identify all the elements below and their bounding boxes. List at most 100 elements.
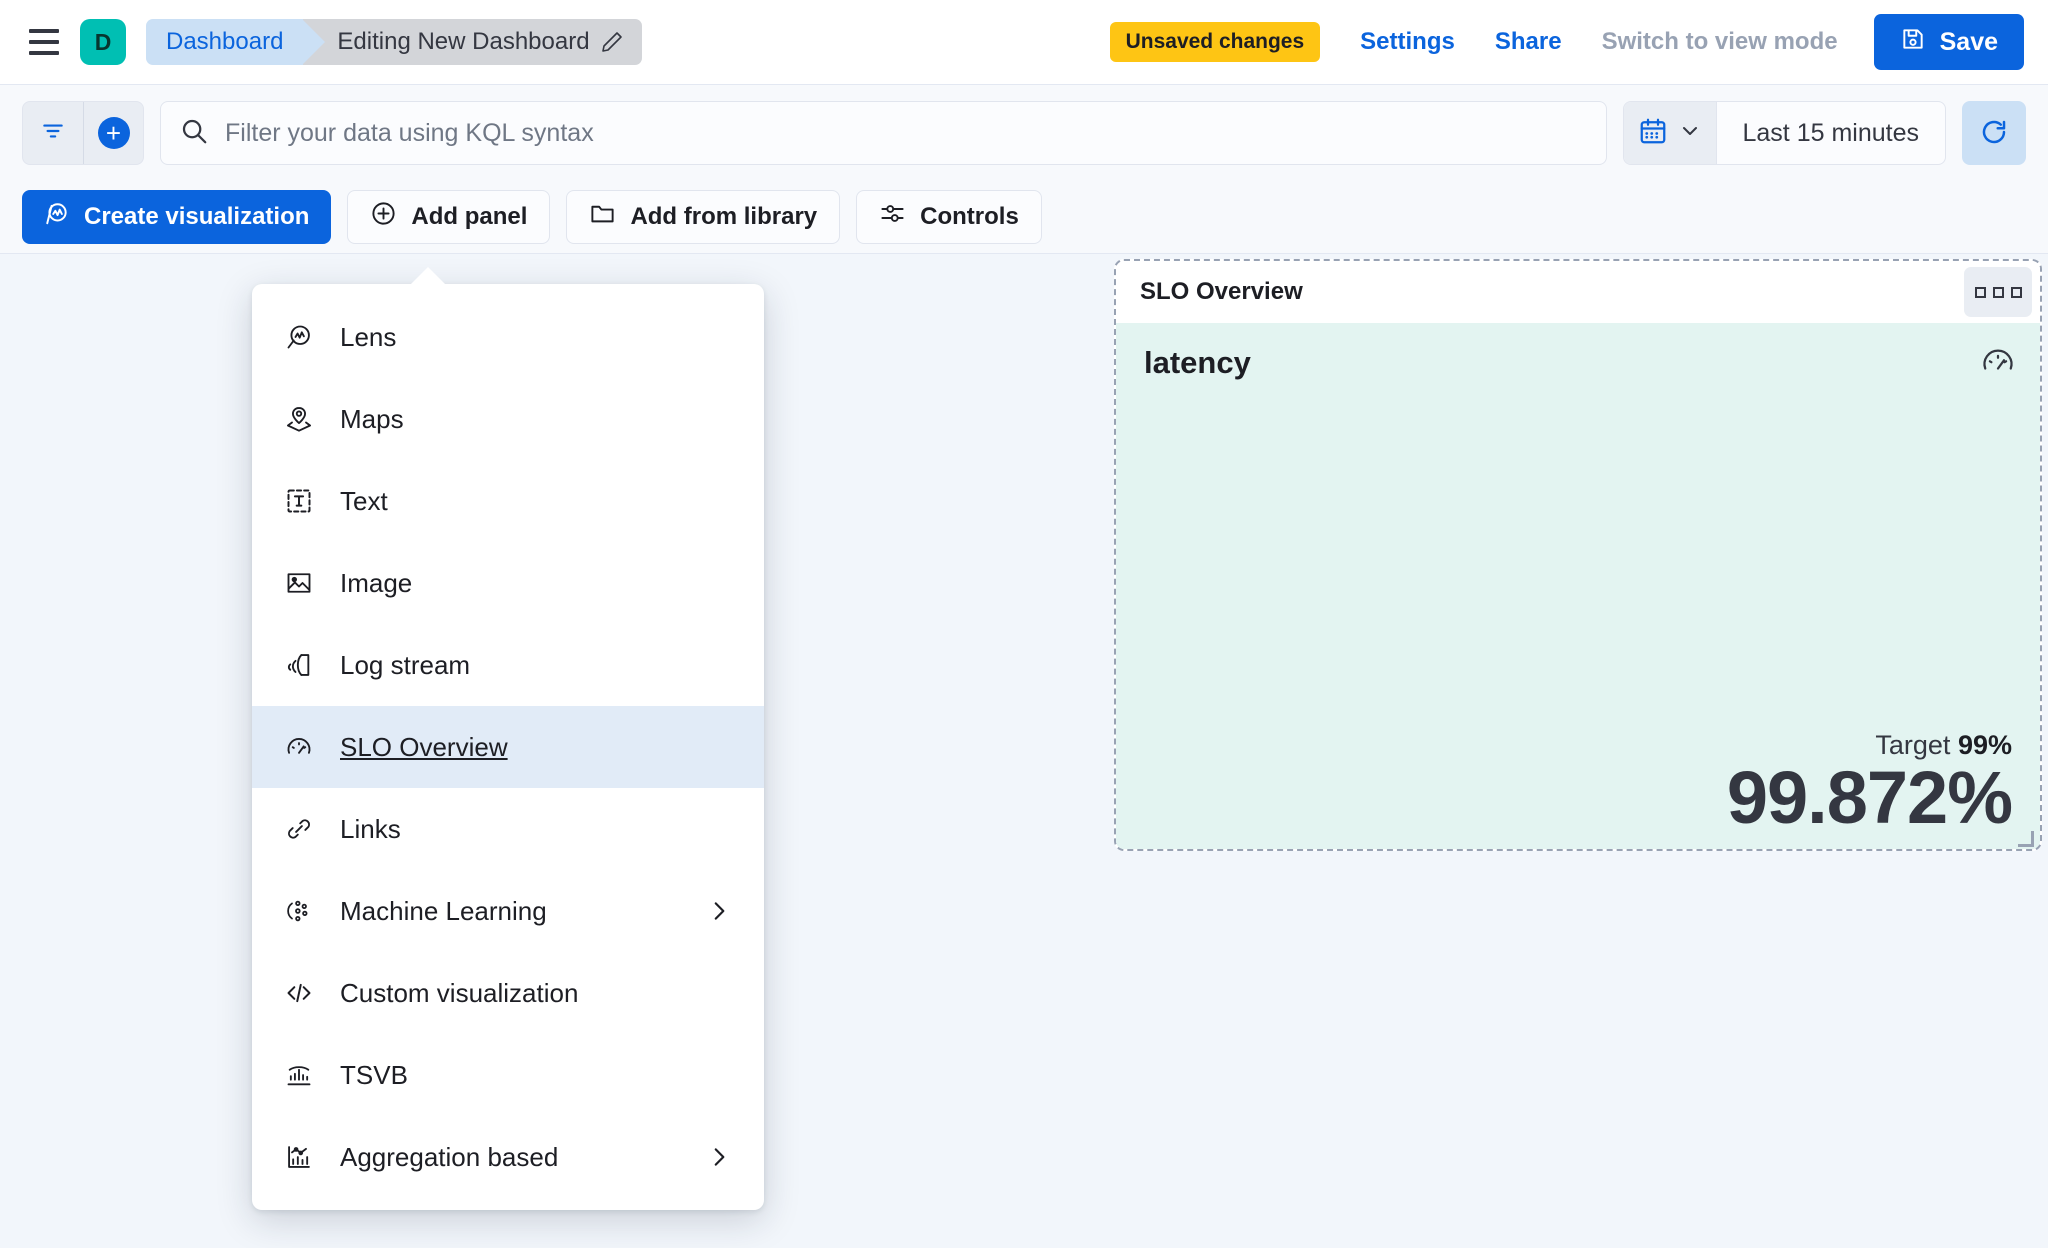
chevron-right-icon: [706, 1144, 732, 1170]
breadcrumb-item-editing[interactable]: Editing New Dashboard: [303, 19, 642, 65]
code-icon: [284, 979, 314, 1007]
add-from-library-label: Add from library: [630, 203, 818, 230]
settings-link[interactable]: Settings: [1360, 28, 1455, 55]
query-bar: + Last 15 mi: [0, 85, 2048, 181]
controls-button[interactable]: Controls: [856, 190, 1042, 244]
resize-handle-icon[interactable]: [2018, 831, 2034, 847]
gauge-icon: [1980, 343, 2016, 384]
date-quick-select-button[interactable]: [1623, 102, 1717, 164]
log-stream-icon: [284, 651, 314, 679]
slo-name: latency: [1144, 345, 1251, 380]
slo-target: Target 99%: [1727, 730, 2012, 761]
filter-icon: [40, 118, 66, 149]
slo-stats: Target 99% 99.872%: [1726, 730, 2013, 839]
tsvb-chart-icon: [284, 1061, 314, 1089]
link-icon: [284, 815, 314, 843]
lens-icon: [284, 323, 314, 351]
menu-item-label: Aggregation based: [340, 1141, 559, 1172]
switch-to-view-mode-link[interactable]: Switch to view mode: [1601, 28, 1838, 55]
add-filter-button[interactable]: +: [83, 102, 143, 164]
menu-item-label: SLO Overview: [340, 731, 508, 762]
menu-item-text[interactable]: Text: [252, 460, 764, 542]
map-marker-layers-icon: [284, 405, 314, 433]
time-range-display[interactable]: Last 15 minutes: [1742, 118, 1920, 147]
menu-item-label: Custom visualization: [340, 977, 579, 1008]
chevron-down-icon: [1678, 119, 1702, 148]
create-visualization-button[interactable]: Create visualization: [22, 190, 332, 244]
hamburger-bar: [29, 40, 59, 44]
share-link[interactable]: Share: [1494, 28, 1562, 55]
filter-group: +: [22, 101, 144, 165]
save-button[interactable]: Save: [1873, 14, 2024, 70]
breadcrumb-label: Dashboard: [166, 28, 284, 55]
panel-title: SLO Overview: [1140, 278, 1303, 305]
machine-learning-icon: [284, 897, 314, 925]
refresh-icon: [1979, 117, 2009, 150]
hamburger-bar: [29, 29, 59, 33]
search-icon: [179, 116, 209, 151]
slo-overview-panel[interactable]: SLO Overview latency Target 99%: [1114, 259, 2042, 851]
gauge-icon: [284, 733, 314, 761]
menu-item-label: Links: [340, 813, 401, 844]
date-picker: Last 15 minutes: [1622, 101, 1946, 165]
search-input-wrapper[interactable]: [160, 101, 1607, 165]
chevron-right-icon: [706, 898, 732, 924]
controls-label: Controls: [920, 203, 1019, 230]
aggregation-chart-icon: [284, 1143, 314, 1171]
status-badge-unsaved-changes[interactable]: Unsaved changes: [1109, 22, 1321, 62]
menu-item-label: Log stream: [340, 649, 471, 680]
menu-item-aggregation-based[interactable]: Aggregation based: [252, 1116, 764, 1198]
dashboard-canvas: Lens Maps Text: [0, 253, 2048, 1248]
header-actions: Unsaved changes Settings Share Switch to…: [1109, 14, 2024, 70]
image-icon: [284, 569, 314, 597]
plus-circle-outline-icon: [370, 200, 397, 234]
add-panel-label: Add panel: [411, 203, 528, 230]
dashboard-toolbar: Create visualization Add panel Add from …: [0, 181, 2048, 253]
slo-target-value: 99%: [1957, 730, 2012, 760]
slo-panel-body: latency Target 99% 99.872%: [1116, 323, 2040, 849]
menu-item-label: Text: [340, 485, 388, 516]
slo-current-value: 99.872%: [1726, 756, 2013, 839]
breadcrumb: Dashboard Editing New Dashboard: [146, 19, 642, 65]
text-box-icon: [284, 487, 314, 515]
add-from-library-button[interactable]: Add from library: [566, 190, 841, 244]
menu-item-label: Maps: [340, 403, 404, 434]
breadcrumb-label: Editing New Dashboard: [337, 28, 590, 55]
controls-icon: [879, 200, 906, 234]
menu-item-label: Image: [340, 567, 413, 598]
panel-context-menu-icon[interactable]: [1964, 267, 2032, 317]
slo-target-label: Target: [1875, 730, 1951, 760]
menu-item-log-stream[interactable]: Log stream: [252, 624, 764, 706]
hamburger-icon[interactable]: [22, 20, 66, 64]
menu-item-custom-visualization[interactable]: Custom visualization: [252, 952, 764, 1034]
menu-item-links[interactable]: Links: [252, 788, 764, 870]
save-button-label: Save: [1939, 27, 1998, 56]
menu-item-maps[interactable]: Maps: [252, 378, 764, 460]
save-disk-icon: [1900, 26, 1926, 59]
menu-item-label: TSVB: [340, 1059, 408, 1090]
pencil-icon[interactable]: [600, 30, 624, 54]
calendar-icon: [1638, 116, 1668, 151]
menu-item-label: Lens: [340, 321, 397, 352]
folder-icon: [589, 200, 616, 234]
breadcrumb-item-dashboard[interactable]: Dashboard: [146, 19, 326, 65]
menu-item-lens[interactable]: Lens: [252, 296, 764, 378]
menu-item-image[interactable]: Image: [252, 542, 764, 624]
panel-header: SLO Overview: [1116, 261, 2040, 323]
search-input[interactable]: [225, 118, 1588, 148]
menu-item-tsvb[interactable]: TSVB: [252, 1034, 764, 1116]
create-visualization-label: Create visualization: [84, 203, 310, 230]
space-avatar[interactable]: D: [80, 19, 126, 65]
menu-item-slo-overview[interactable]: SLO Overview: [252, 706, 764, 788]
menu-square: [1992, 286, 2004, 298]
menu-square: [1974, 286, 1986, 298]
app-header: D Dashboard Editing New Dashboard Unsave…: [0, 0, 2048, 85]
menu-item-machine-learning[interactable]: Machine Learning: [252, 870, 764, 952]
filter-options-button[interactable]: [23, 102, 83, 164]
refresh-button[interactable]: [1962, 101, 2026, 165]
menu-square: [2010, 286, 2022, 298]
plus-circle-icon: +: [97, 117, 130, 149]
menu-item-label: Machine Learning: [340, 895, 547, 926]
add-panel-button[interactable]: Add panel: [347, 190, 551, 244]
hamburger-bar: [29, 51, 59, 55]
